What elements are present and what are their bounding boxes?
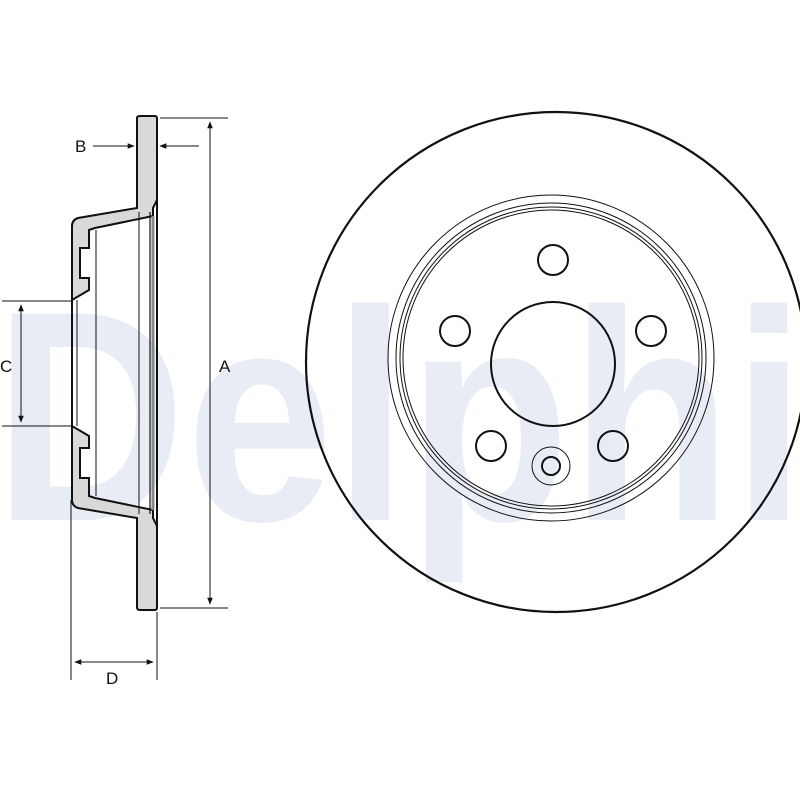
dimension-label-d: D [106, 669, 118, 688]
locating-hole-inner [541, 456, 561, 476]
disc-outer-edge [304, 110, 800, 614]
bolt-hole [475, 430, 507, 462]
front-view [304, 110, 800, 614]
dimension-a: A [160, 117, 231, 609]
dimension-b: B [75, 137, 199, 156]
section-lower-profile [71, 424, 158, 611]
bolt-hole [597, 430, 629, 462]
dimension-c: C [0, 300, 72, 427]
locating-hole-outer [531, 446, 571, 486]
delphi-watermark: Delphi [0, 248, 800, 586]
friction-ring-2 [395, 202, 707, 514]
section-upper-profile [71, 115, 158, 302]
bolt-hole [537, 244, 569, 276]
dimension-label-c: C [0, 357, 12, 376]
bolt-hole [439, 315, 471, 347]
friction-ring-4 [402, 209, 700, 507]
friction-ring-3 [399, 206, 703, 510]
dimension-label-b: B [75, 137, 86, 156]
side-section-view [71, 115, 158, 611]
center-bore [490, 301, 616, 427]
dimension-label-a: A [219, 357, 231, 376]
friction-ring-1 [387, 194, 715, 522]
bolt-hole [635, 315, 667, 347]
dimension-d: D [70, 500, 158, 688]
